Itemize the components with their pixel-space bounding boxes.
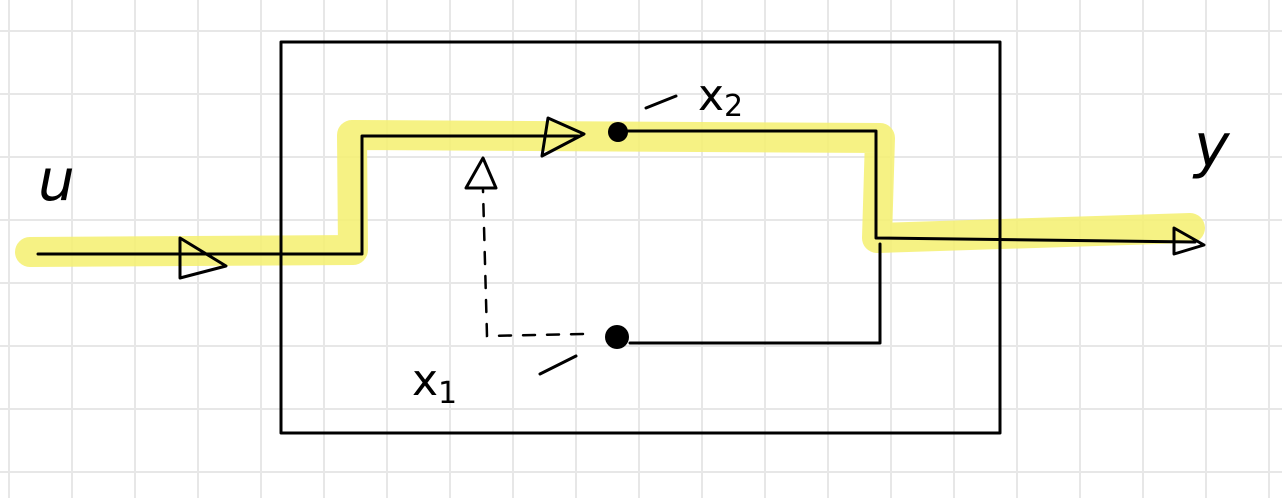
x2-arrowhead (540, 116, 586, 158)
output-label: y (1192, 111, 1231, 181)
state-1-label-letter: x (412, 355, 438, 406)
state-1-label-sub: 1 (438, 376, 457, 411)
state-2-label: x2 (698, 70, 743, 124)
state-1-label: x1 (412, 355, 457, 411)
output-arrowhead (1172, 226, 1206, 256)
x1-output-path (628, 242, 882, 345)
input-path (36, 134, 580, 256)
x1-label-tick (538, 354, 578, 376)
state-2-label-letter: x (698, 70, 724, 121)
input-arrowhead (178, 236, 228, 280)
state-2-label-sub: 2 (724, 89, 743, 124)
input-label: u (38, 146, 75, 214)
highlight-path (15, 120, 1205, 267)
dashed-arrowhead (464, 156, 498, 190)
x2-output-path (626, 129, 1197, 244)
state-node-x2 (608, 122, 628, 142)
dashed-coupling-path (481, 188, 585, 338)
x2-label-tick (644, 94, 678, 110)
system-box (279, 40, 1002, 435)
state-node-x1 (605, 325, 629, 349)
